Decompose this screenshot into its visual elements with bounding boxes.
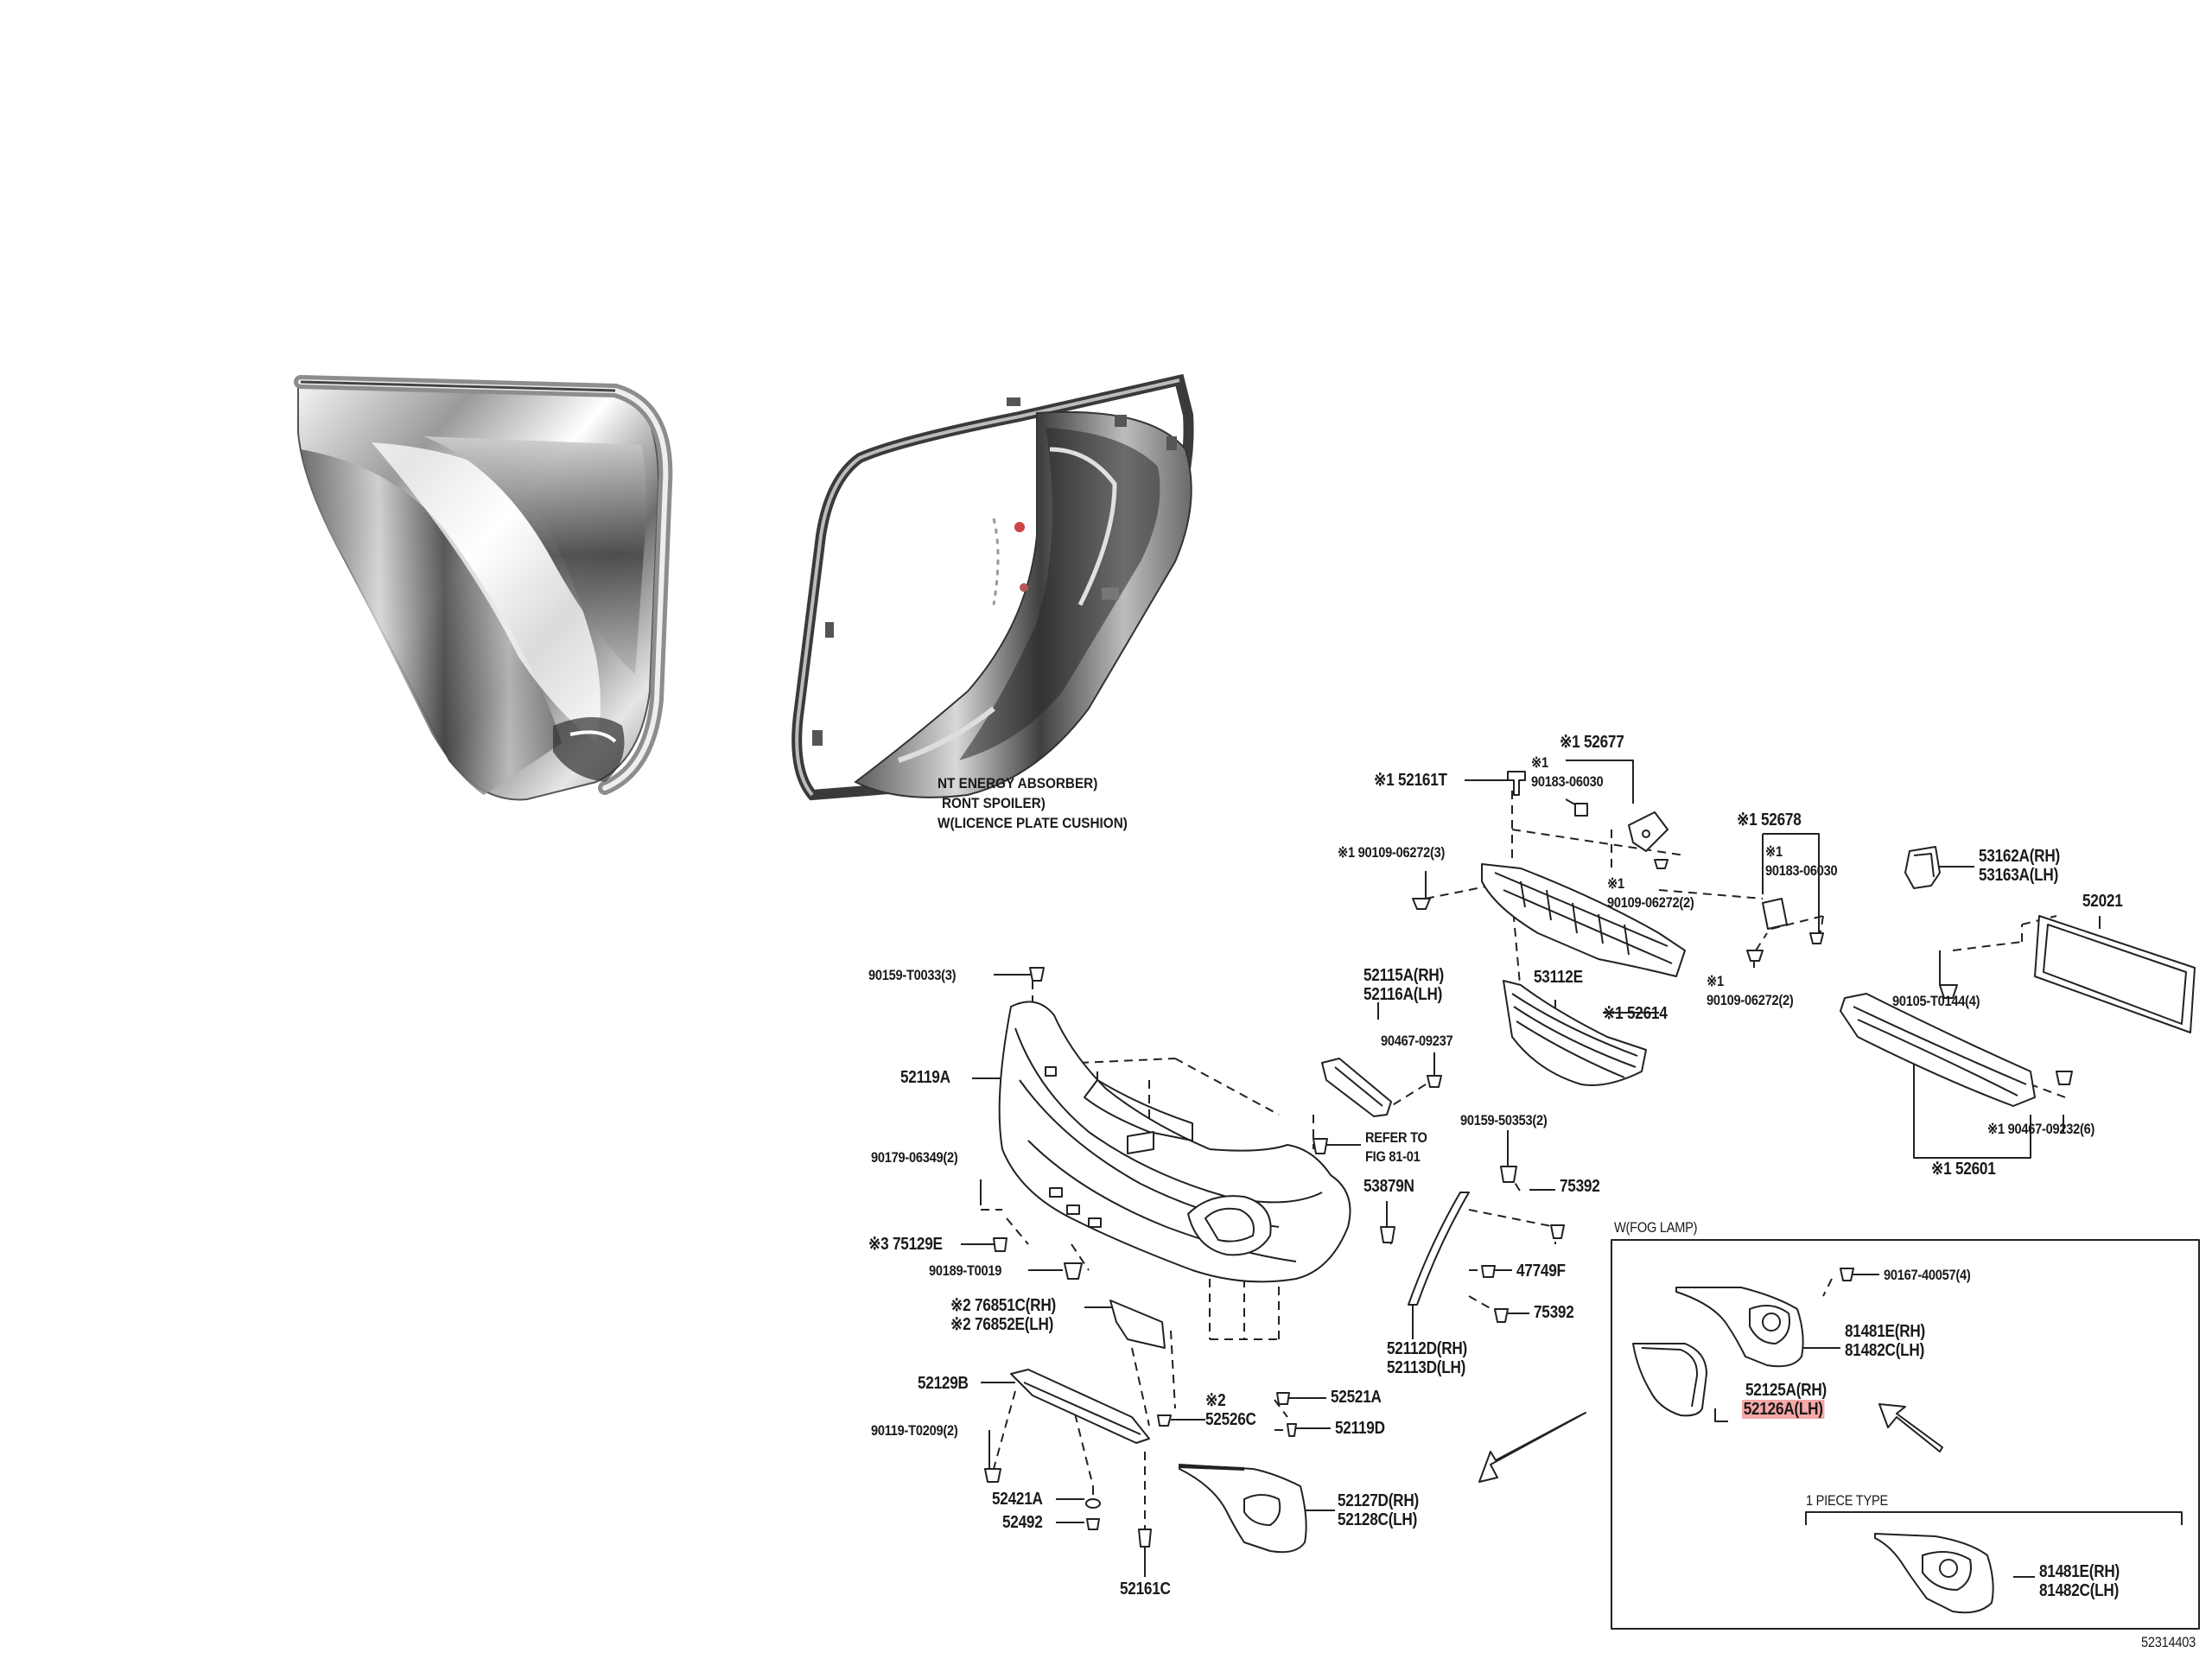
callout-52161T: ※1 52161T [1374, 771, 1447, 790]
callout-52614: ※1 52614 [1603, 1004, 1668, 1023]
callout-52115A: 52115A(RH) [1363, 966, 1445, 985]
arrow-up-left-icon [1878, 1403, 1943, 1452]
callout-90159-50353: 90159-50353(2) [1460, 1112, 1548, 1128]
callout-52161C: 52161C [1120, 1580, 1171, 1599]
fog-lamp-box-title: W(FOG LAMP) [1614, 1219, 1698, 1236]
callout-52129B: 52129B [918, 1374, 969, 1393]
part-52125A-chrome-bezel [1632, 1343, 1707, 1417]
callout-81481E-b: 81481E(RH) [2039, 1562, 2120, 1581]
part-52127D-bezel [1179, 1464, 1307, 1554]
one-piece-type-title: 1 PIECE TYPE [1806, 1492, 1888, 1509]
highlight-52126A: 52126A(LH) [1742, 1400, 1825, 1419]
callout-90183-b: ※1 90183-06030 [1765, 843, 1838, 879]
part-52119A-bumper-cover [998, 1001, 1351, 1283]
part-53162A-bracket [1904, 846, 1941, 889]
overlap-fragment: NT ENERGY ABSORBER) [938, 775, 1098, 791]
one-piece-bracket [1805, 1511, 2183, 1525]
callout-53162A: 53162A(RH) [1979, 847, 2060, 866]
part-52601-absorber [1840, 993, 2036, 1107]
callout-53879N: 53879N [1363, 1177, 1414, 1196]
assembly-dashed-lines [981, 791, 2066, 1538]
callout-52128C: 52128C(LH) [1338, 1510, 1418, 1529]
callout-90179: 90179-06349(2) [871, 1149, 958, 1166]
callout-81481E-a: 81481E(RH) [1845, 1322, 1926, 1341]
part-52614-support [1481, 863, 1686, 977]
callout-90189: 90189-T0019 [929, 1262, 1002, 1279]
callout-75392-b: 75392 [1534, 1303, 1574, 1322]
callout-81482C-a: 81482C(LH) [1845, 1341, 1925, 1360]
callout-90167: 90167-40057(4) [1884, 1267, 1971, 1283]
callout-90109-2-mid: ※1 90109-06272(2) [1607, 875, 1694, 911]
bezel-rear-view [791, 373, 1194, 801]
callout-90159-T0033: 90159-T0033(3) [868, 967, 957, 983]
callout-90119: 90119-T0209(2) [871, 1422, 958, 1439]
part-53112E-grille [1503, 980, 1647, 1086]
part-81481E-cover [1675, 1287, 1804, 1368]
screw-icon [1412, 859, 1824, 962]
callout-90467-09232: ※1 90467-09232(6) [1987, 1121, 2095, 1137]
part-52112D-support [1408, 1192, 1470, 1306]
arrow-down-left-icon [1478, 1412, 1586, 1483]
callout-52125A: 52125A(RH) [1745, 1381, 1827, 1400]
callout-52127D: 52127D(RH) [1338, 1491, 1419, 1510]
callout-52119D: 52119D [1335, 1419, 1385, 1438]
callout-52112D: 52112D(RH) [1387, 1339, 1468, 1358]
overlap-fragment: RONT SPOILER) [942, 795, 1046, 811]
callout-75392-a: 75392 [1560, 1177, 1600, 1196]
callout-76851C: ※2 76851C(RH) [950, 1296, 1056, 1315]
callout-90183-a: ※1 90183-06030 [1531, 754, 1604, 790]
part-52115A-bracket [1321, 1058, 1392, 1117]
figure-id: 52314403 [2141, 1634, 2196, 1650]
callout-81482C-b: 81482C(LH) [2039, 1581, 2120, 1600]
callout-52113D: 52113D(LH) [1387, 1358, 1466, 1377]
bezel-front-view [294, 375, 673, 801]
callout-90109-3: ※1 90109-06272(3) [1338, 844, 1446, 861]
callout-fig-81-01: FIG 81-01 [1365, 1148, 1421, 1165]
callout-52678: ※1 52678 [1737, 810, 1802, 830]
fog-lamp-box [1611, 1239, 2200, 1630]
overlap-fragment: W(LICENCE PLATE CUSHION) [938, 815, 1128, 831]
callout-52021: 52021 [2082, 892, 2123, 911]
callout-47749F: 47749F [1516, 1262, 1566, 1281]
callout-76852E: ※2 76852E(LH) [950, 1315, 1054, 1334]
callout-52526C: ※2 52526C [1205, 1391, 1256, 1429]
part-52161T-clip [1507, 771, 1526, 796]
callout-52492: 52492 [1002, 1513, 1043, 1532]
callout-52421A: 52421A [992, 1490, 1043, 1509]
callout-52119A: 52119A [900, 1068, 950, 1087]
callout-90467-09237: 90467-09237 [1381, 1033, 1453, 1049]
callout-52521A: 52521A [1331, 1388, 1382, 1407]
part-52129B-spoiler [1010, 1369, 1150, 1444]
callout-refer-to: REFER TO [1365, 1129, 1427, 1146]
callout-90109-2-right: ※1 90109-06272(2) [1707, 973, 1794, 1008]
callout-90105: 90105-T0144(4) [1892, 993, 1980, 1009]
callout-53112E: 53112E [1534, 968, 1583, 987]
callout-52601: ※1 52601 [1931, 1160, 1996, 1179]
part-76851C-reflector [1109, 1300, 1166, 1349]
callout-52677: ※1 52677 [1560, 733, 1624, 752]
callout-75129E: ※3 75129E [868, 1235, 943, 1254]
part-81481E-one-piece [1874, 1533, 1994, 1614]
callout-53163A: 53163A(LH) [1979, 866, 2059, 885]
callout-52126A-highlighted: 52126A(LH) [1742, 1400, 1825, 1419]
callout-52116A: 52116A(LH) [1363, 985, 1443, 1004]
part-52021-plate-bracket [2034, 915, 2196, 1033]
